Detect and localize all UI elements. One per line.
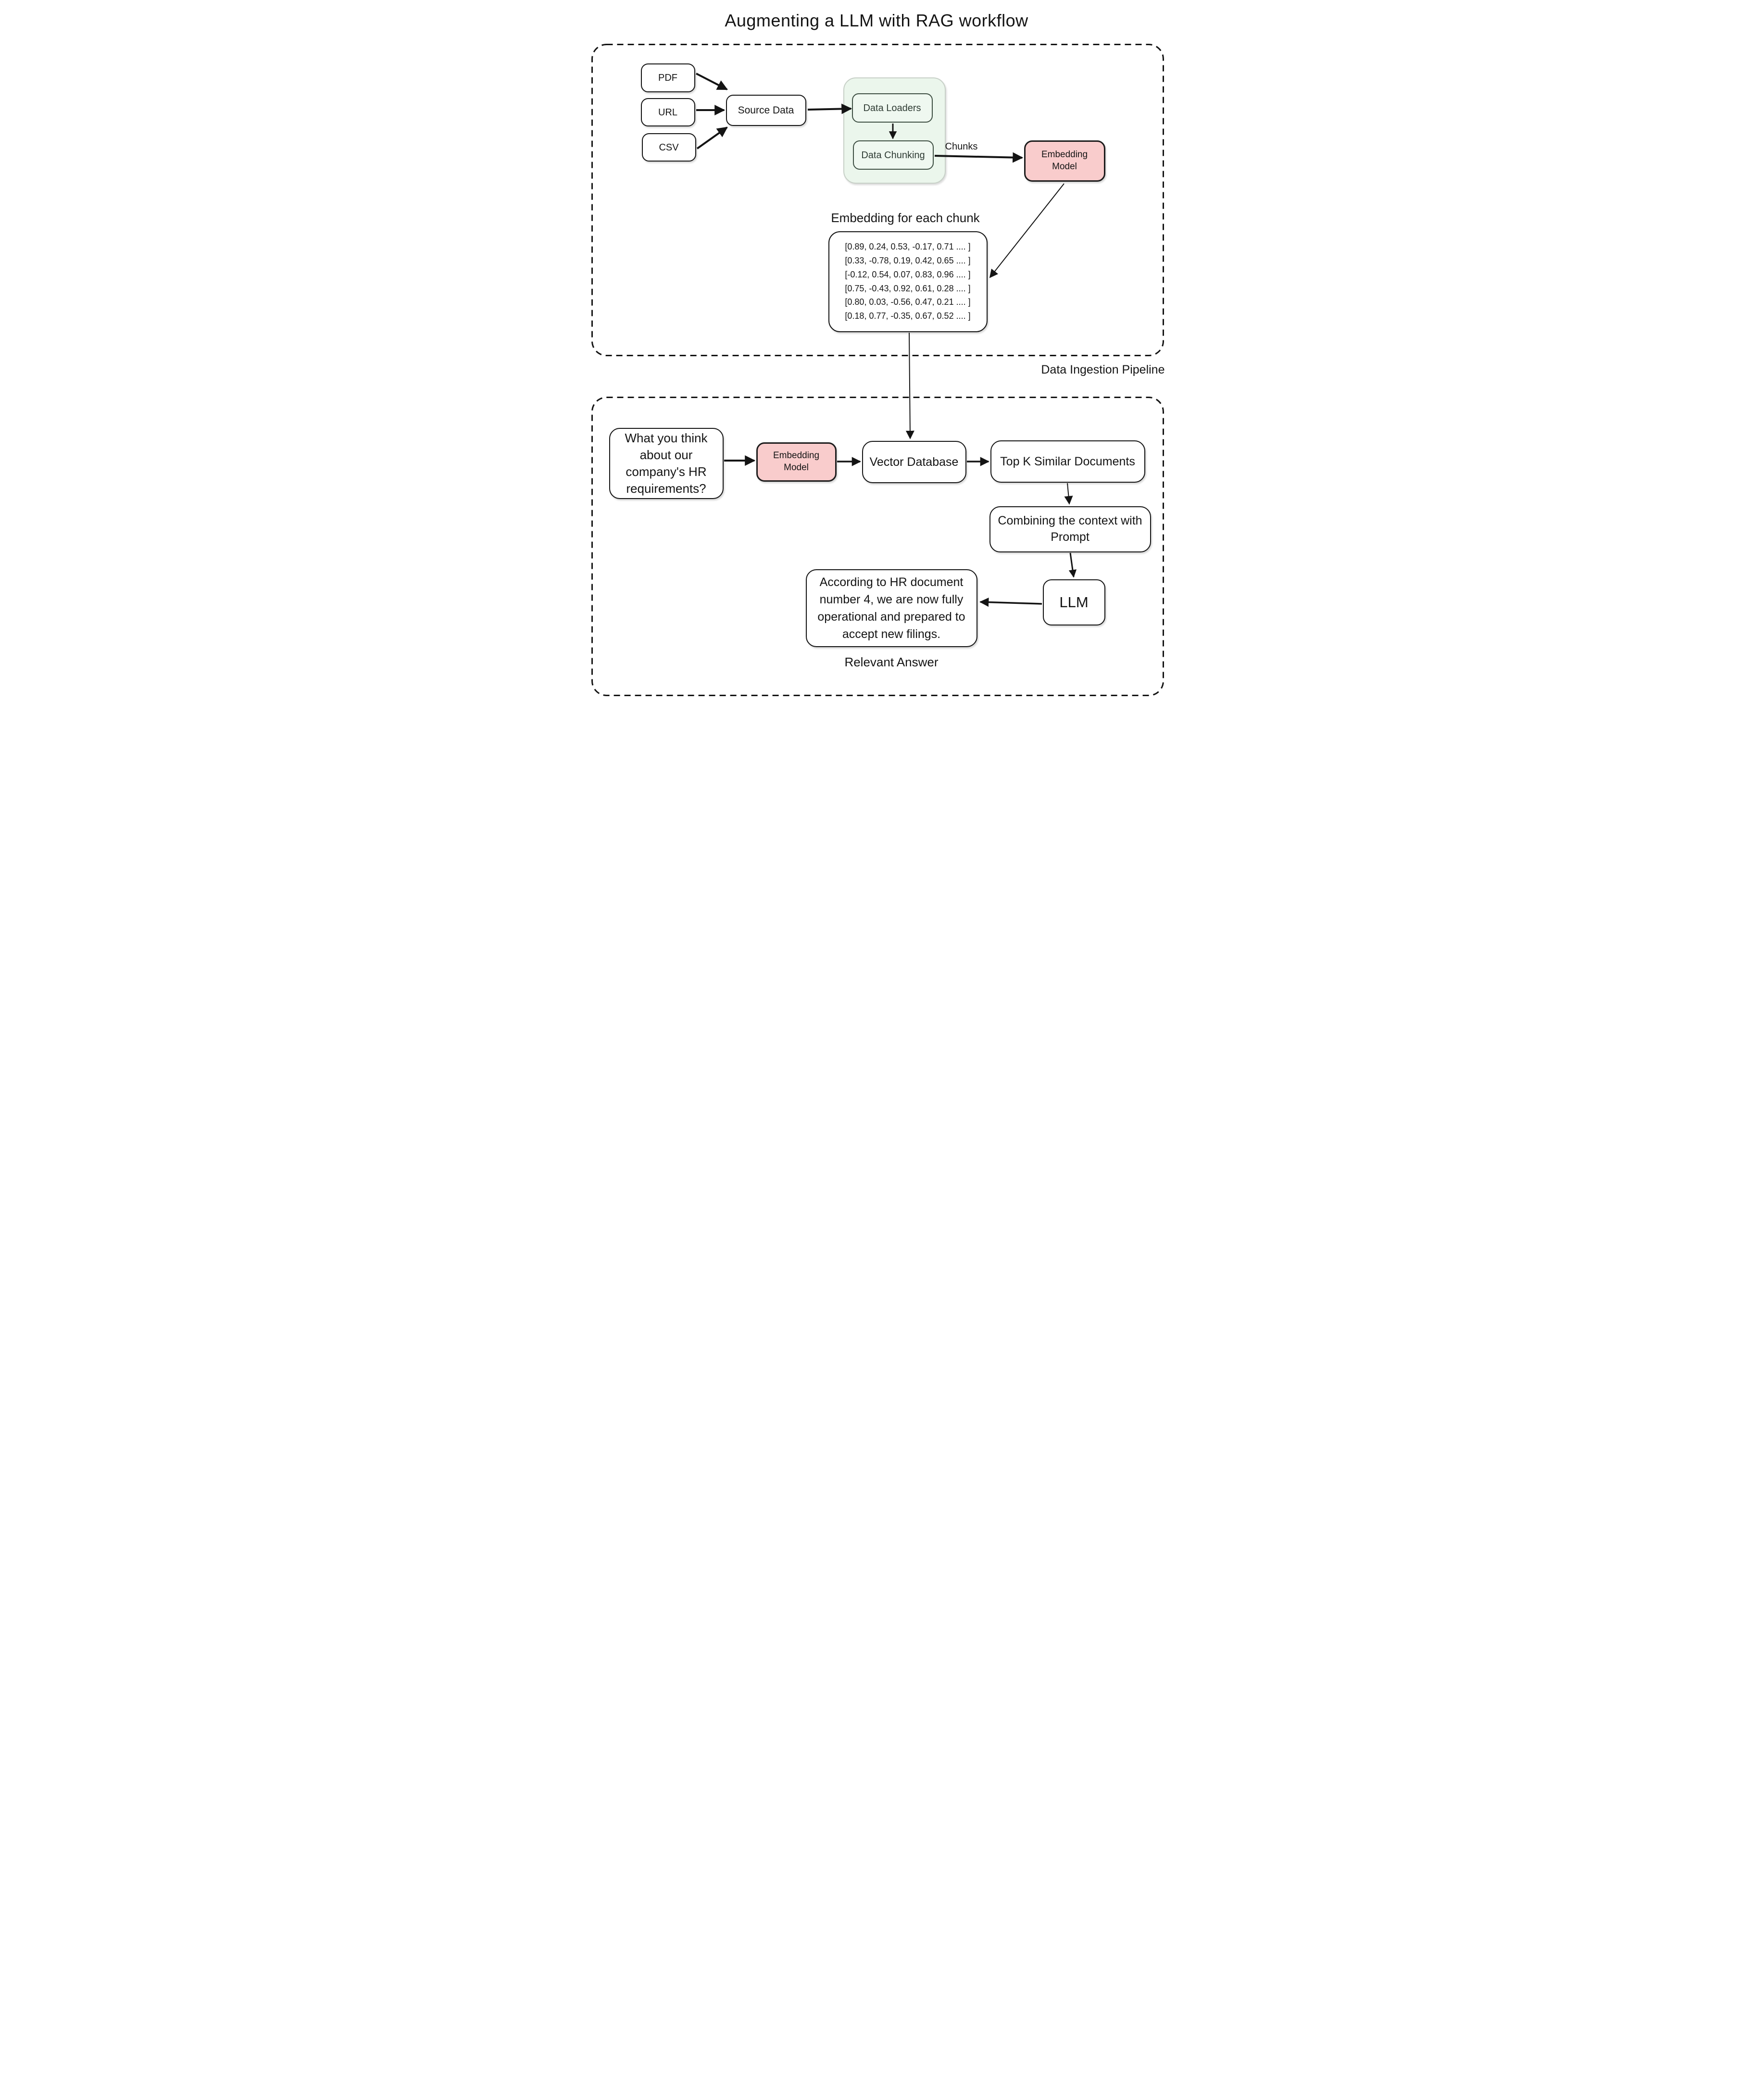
ingestion-pipeline-caption: Data Ingestion Pipeline xyxy=(1041,363,1165,376)
vector-row: [0.80, 0.03, -0.56, 0.47, 0.21 .... ] xyxy=(845,297,971,307)
diagram-title: Augmenting a LLM with RAG workflow xyxy=(725,11,1028,30)
arrow-topk-to-combining xyxy=(1064,483,1073,505)
embedding-chunk-title: Embedding for each chunk xyxy=(831,211,980,225)
node-source-data: Source Data xyxy=(726,95,806,126)
node-vector-database: Vector Database xyxy=(862,441,966,483)
vector-row: [0.33, -0.78, 0.19, 0.42, 0.65 .... ] xyxy=(845,255,971,265)
node-data-chunking: Data Chunking xyxy=(852,140,934,170)
rag-workflow-diagram: Augmenting a LLM with RAG workflow xyxy=(584,0,1169,700)
node-relevant-answer: According to HR document number 4, we ar… xyxy=(805,569,977,647)
node-top-k-documents: Top K Similar Documents xyxy=(990,440,1145,483)
node-url: URL xyxy=(640,98,695,126)
node-embedding-vectors: [0.89, 0.24, 0.53, -0.17, 0.71 .... ] [0… xyxy=(828,231,988,332)
node-data-loaders: Data Loaders xyxy=(851,93,933,123)
vector-row: [-0.12, 0.54, 0.07, 0.83, 0.96 .... ] xyxy=(845,269,971,279)
node-embedding-model-retrieval: Embedding Model xyxy=(756,442,837,482)
node-llm: LLM xyxy=(1042,579,1105,625)
node-embedding-model-ingestion: Embedding Model xyxy=(1024,140,1105,182)
arrow-combining-to-llm xyxy=(1068,552,1077,578)
arrow-chunking-to-embedding xyxy=(934,152,1023,163)
arrow-csv-to-source xyxy=(696,126,728,150)
node-csv: CSV xyxy=(641,133,696,162)
node-combining-context: Combining the context with Prompt xyxy=(989,506,1151,552)
vector-row: [0.18, 0.77, -0.35, 0.67, 0.52 .... ] xyxy=(845,311,971,321)
node-pdf: PDF xyxy=(640,63,695,92)
vector-row: [0.89, 0.24, 0.53, -0.17, 0.71 .... ] xyxy=(845,241,971,251)
vector-row: [0.75, -0.43, 0.92, 0.61, 0.28 .... ] xyxy=(845,283,971,293)
node-user-question: What you think about our company's HR re… xyxy=(609,428,724,499)
arrow-vectors-to-vectordb xyxy=(905,332,914,439)
arrow-llm-to-answer xyxy=(979,597,1042,607)
arrow-pdf-to-source xyxy=(695,73,728,90)
chunks-edge-label: Chunks xyxy=(945,141,978,152)
arrow-embedding-to-vectors xyxy=(989,183,1064,278)
relevant-answer-caption: Relevant Answer xyxy=(844,655,939,669)
